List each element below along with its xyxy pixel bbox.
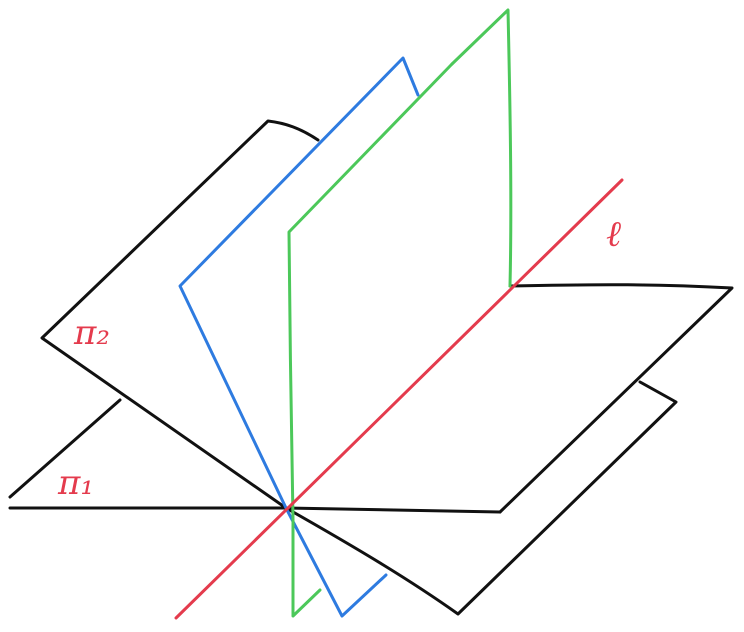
plane-pi-2 (40, 119, 678, 616)
label-pi-2: π₂ (73, 313, 110, 353)
plane-green-right-edge (450, 8, 513, 288)
plane-pi-2-outline (40, 119, 320, 510)
line-l (174, 178, 624, 620)
line-l-stroke (174, 178, 624, 620)
plane-blue-outline (178, 56, 420, 618)
label-l: ℓ (606, 214, 621, 255)
plane-pi-2-right-edge (284, 380, 678, 616)
label-pi-1: π₁ (57, 463, 94, 503)
plane-blue (178, 56, 420, 618)
plane-green-outline (287, 62, 454, 618)
plane-pi-1-left-edge (8, 398, 122, 499)
plane-pi-1 (8, 283, 734, 514)
plane-green (287, 8, 513, 618)
plane-pi-1-back-edge (498, 283, 734, 514)
plane-pi-1-front-edge (8, 506, 502, 514)
